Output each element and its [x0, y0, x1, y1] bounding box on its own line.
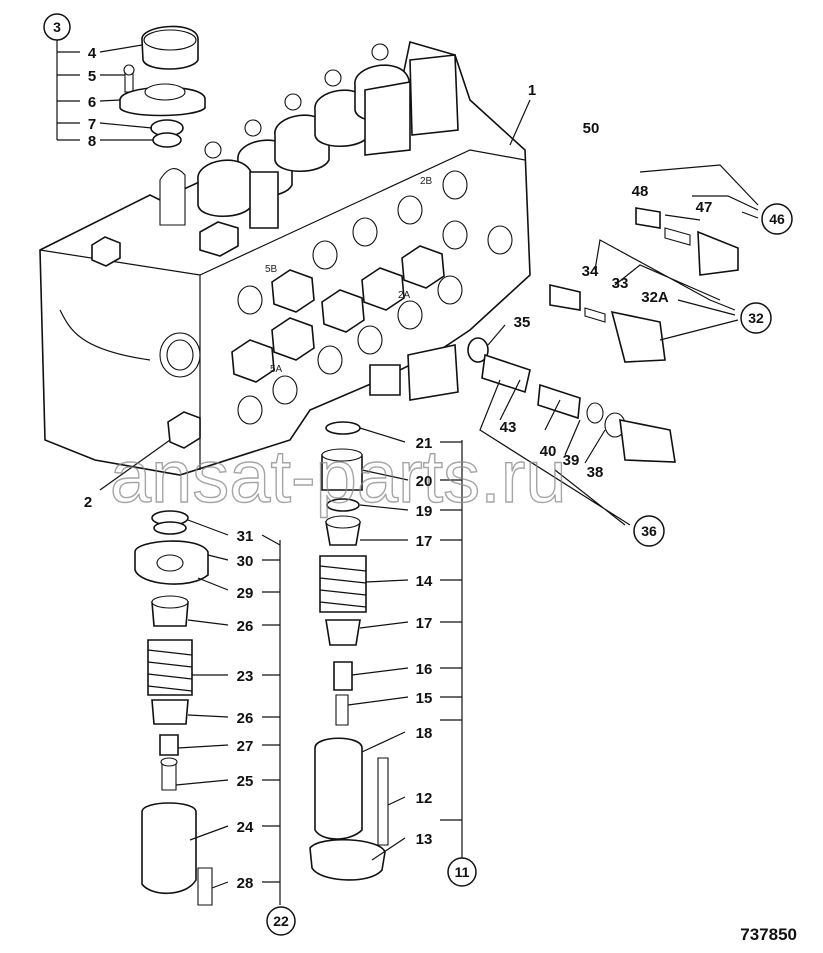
callout-20[interactable]: 20	[416, 473, 433, 490]
centre-stack-parts	[309, 421, 389, 881]
callout-label: 32	[748, 310, 764, 326]
callout-13[interactable]: 13	[416, 831, 433, 848]
callout-47[interactable]: 47	[696, 199, 713, 216]
callout-7[interactable]: 7	[88, 116, 96, 133]
valve-block: 2B 5B 2A 5A	[39, 40, 531, 476]
callout-38[interactable]: 38	[587, 464, 604, 481]
callout-numbers: 4 5 6 7 8 1 50 48 47 34 33 32A 35 43 40 …	[84, 45, 713, 892]
cap-assembly-parts	[119, 25, 206, 148]
callout-17b[interactable]: 17	[416, 615, 433, 632]
callout-1[interactable]: 1	[528, 82, 536, 99]
callout-27[interactable]: 27	[237, 738, 254, 755]
callout-14[interactable]: 14	[416, 573, 433, 590]
callout-label: 22	[273, 913, 289, 929]
callout-17a[interactable]: 17	[416, 533, 433, 550]
callout-43[interactable]: 43	[500, 419, 517, 436]
callout-29[interactable]: 29	[237, 585, 254, 602]
callout-label: 11	[455, 864, 470, 880]
callout-circle	[43, 13, 71, 41]
callout-31[interactable]: 31	[237, 528, 254, 545]
zone-label-5b: 5B	[265, 264, 278, 275]
callout-2[interactable]: 2	[84, 494, 92, 511]
callout-23[interactable]: 23	[237, 668, 254, 685]
callout-30[interactable]: 30	[237, 553, 254, 570]
callout-6[interactable]: 6	[88, 94, 96, 111]
callout-35[interactable]: 35	[514, 314, 531, 331]
callout-36[interactable]: 36	[633, 515, 665, 547]
callout-circle	[633, 515, 665, 547]
callout-40[interactable]: 40	[540, 443, 557, 460]
callout-25[interactable]: 25	[237, 773, 254, 790]
zone-label-2a: 2A	[398, 290, 411, 301]
callout-50[interactable]: 50	[583, 120, 600, 137]
drawing-reference: 737850	[740, 925, 797, 944]
callout-11[interactable]: 11	[447, 857, 477, 887]
callout-34[interactable]: 34	[582, 263, 599, 280]
callout-24[interactable]: 24	[237, 819, 254, 836]
callout-19[interactable]: 19	[416, 503, 433, 520]
watermark: ansat-parts.ru	[110, 435, 567, 518]
zone-label-5a: 5A	[270, 364, 283, 375]
callout-5[interactable]: 5	[88, 68, 96, 85]
callout-21[interactable]: 21	[416, 435, 433, 452]
callout-32[interactable]: 32	[740, 302, 772, 334]
callout-15[interactable]: 15	[416, 690, 433, 707]
callout-circle	[447, 857, 477, 887]
callout-label: 46	[769, 211, 785, 227]
callout-22[interactable]: 22	[266, 906, 296, 936]
callout-4[interactable]: 4	[88, 45, 97, 62]
callout-circle	[266, 906, 296, 936]
callout-33[interactable]: 33	[612, 275, 629, 292]
callout-28[interactable]: 28	[237, 875, 254, 892]
callout-39[interactable]: 39	[563, 452, 580, 469]
callout-26a[interactable]: 26	[237, 618, 254, 635]
callout-12[interactable]: 12	[416, 790, 433, 807]
callout-46[interactable]: 46	[761, 203, 793, 235]
callout-3[interactable]: 3	[43, 13, 71, 41]
callout-32a[interactable]: 32A	[641, 289, 669, 306]
callout-48[interactable]: 48	[632, 183, 649, 200]
callout-26b[interactable]: 26	[237, 710, 254, 727]
callout-label: 36	[641, 523, 657, 539]
spool-caps	[159, 43, 459, 229]
leader-lines	[56, 38, 759, 905]
callout-circle	[740, 302, 772, 334]
callout-18[interactable]: 18	[416, 725, 433, 742]
zone-label-2b: 2B	[420, 176, 433, 187]
callout-circle	[761, 203, 793, 235]
left-stack-parts	[134, 510, 213, 906]
callout-16[interactable]: 16	[416, 661, 433, 678]
callout-8[interactable]: 8	[88, 133, 96, 150]
callout-label: 3	[53, 19, 61, 35]
